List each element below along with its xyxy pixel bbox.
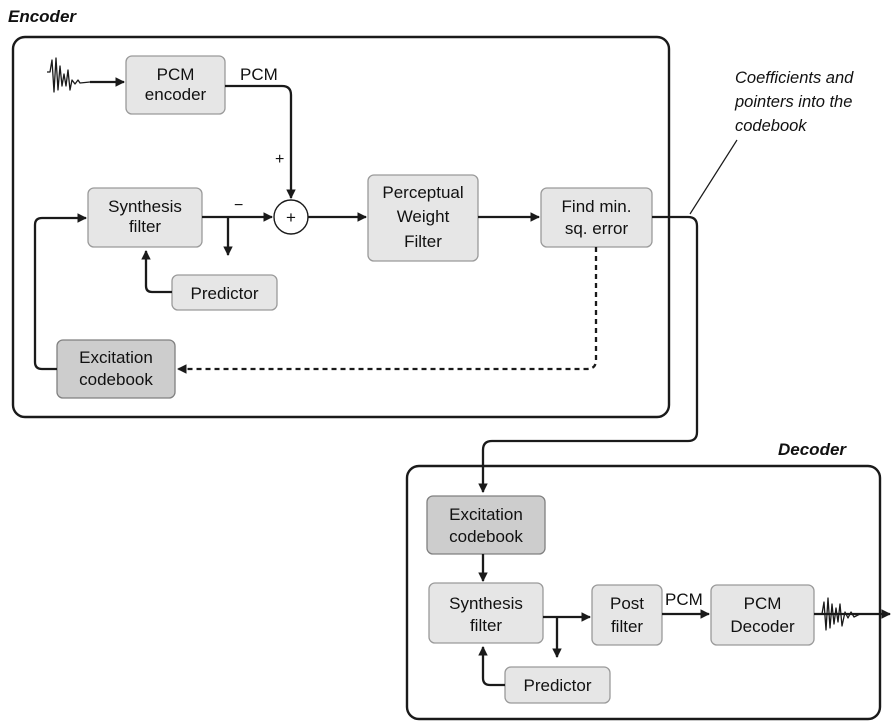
pcm-encoder-label-1: PCM [157, 65, 195, 84]
encoder-title: Encoder [8, 7, 77, 26]
decoder-synthesis-label-1: Synthesis [449, 594, 523, 613]
min-error-label-1: Find min. [562, 197, 632, 216]
perceptual-filter-label-3: Filter [404, 232, 442, 251]
find-min-sq-error-block: Find min. sq. error [540, 187, 653, 248]
plus-sign: + [275, 151, 284, 168]
encoder-pcm-wire-label: PCM [240, 65, 278, 84]
decoder-title: Decoder [778, 440, 847, 459]
pcm-decoder-label-2: Decoder [730, 617, 795, 636]
annotation-line-3: codebook [735, 117, 807, 135]
decoder-frame [405, 464, 882, 721]
perceptual-filter-label-1: Perceptual [382, 183, 463, 202]
encoder-synthesis-filter-block: Synthesis filter [87, 187, 203, 248]
encoder-excitation-codebook-block: Excitation codebook [56, 339, 176, 399]
encoder-codebook-label-2: codebook [79, 370, 153, 389]
summing-junction: + [273, 199, 309, 235]
decoder-predictor-block: Predictor [504, 666, 611, 704]
post-filter-block: Post filter [591, 584, 663, 646]
encoder-predictor-label: Predictor [190, 284, 258, 303]
wire-encoder-to-decoder [478, 215, 699, 493]
decoder-synthesis-filter-block: Synthesis filter [428, 582, 544, 644]
encoder-synthesis-filter-label-1: Synthesis [108, 197, 182, 216]
encoder-codebook-label-1: Excitation [79, 348, 153, 367]
wire-pcm-to-summer [225, 84, 296, 199]
wire-predictor-to-synthesis [141, 250, 172, 294]
minus-sign: − [234, 197, 243, 214]
input-waveform-icon [47, 57, 91, 93]
decoder-synthesis-label-2: filter [470, 616, 502, 635]
pcm-decoder-block: PCM Decoder [710, 584, 815, 646]
decoder-pcm-wire-label: PCM [665, 590, 703, 609]
post-filter-label-2: filter [611, 617, 643, 636]
sum-symbol: + [286, 208, 296, 227]
decoder-codebook-label-1: Excitation [449, 505, 523, 524]
encoder-frame [11, 35, 671, 419]
min-error-label-2: sq. error [565, 219, 629, 238]
post-filter-label-1: Post [610, 594, 644, 613]
wire-codebook-to-synthesis [33, 213, 87, 371]
wire-decoder-predictor-to-synthesis [478, 646, 505, 687]
annotation-line-2: pointers into the [734, 93, 852, 111]
perceptual-filter-label-2: Weight [397, 207, 450, 226]
perceptual-weight-filter-block: Perceptual Weight Filter [367, 174, 479, 262]
decoder-predictor-label: Predictor [523, 676, 591, 695]
dashed-feedback-to-codebook [177, 247, 598, 374]
encoder-synthesis-filter-label-2: filter [129, 217, 161, 236]
decoder-excitation-codebook-block: Excitation codebook [426, 495, 546, 555]
pcm-encoder-block: PCM encoder [125, 55, 226, 115]
encoder-predictor-block: Predictor [171, 274, 278, 311]
annotation-leader-line [689, 139, 738, 215]
annotation-line-1: Coefficients and [735, 69, 854, 87]
decoder-codebook-label-2: codebook [449, 527, 523, 546]
pcm-encoder-label-2: encoder [145, 85, 207, 104]
output-waveform-icon [818, 597, 861, 631]
pcm-decoder-label-1: PCM [744, 594, 782, 613]
